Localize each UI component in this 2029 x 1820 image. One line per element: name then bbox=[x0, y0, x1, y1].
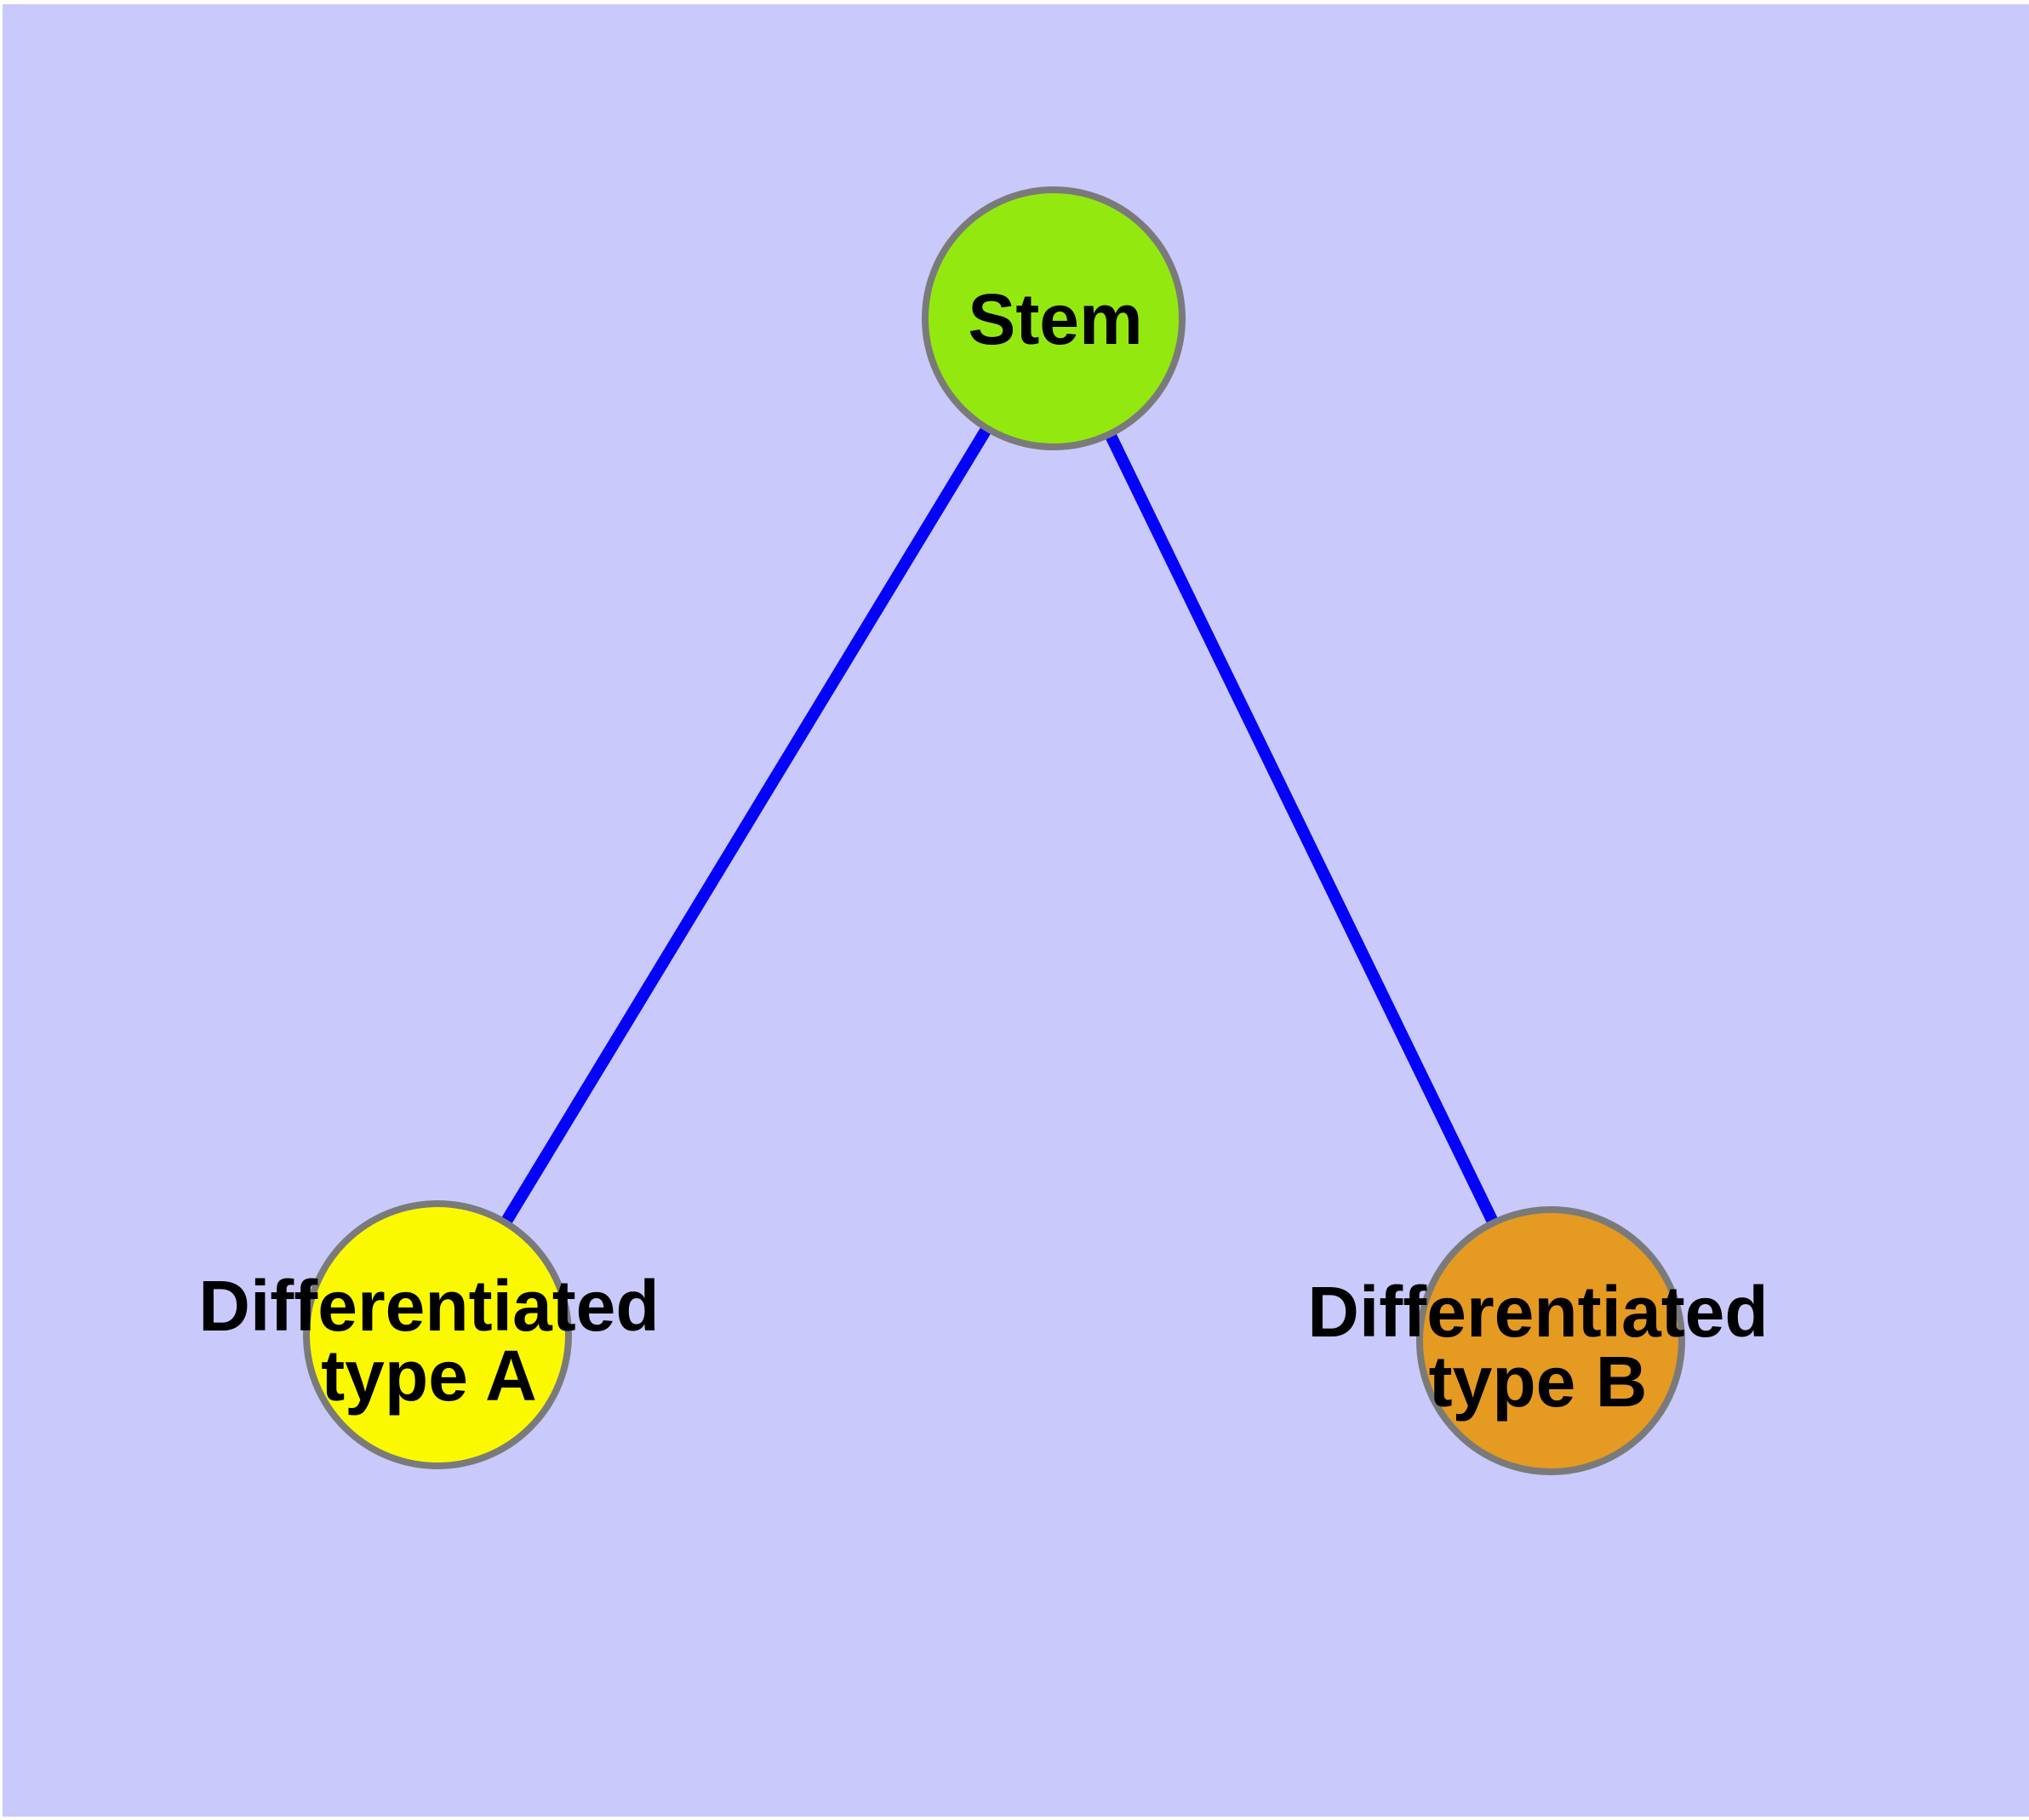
stem-node-label: Stem bbox=[968, 279, 1142, 359]
type-b-node-label-line1: Differentiated bbox=[1307, 1272, 1768, 1352]
type-b-node-label-line2: type B bbox=[1429, 1342, 1648, 1422]
edge-stem-to-type-a bbox=[432, 315, 1059, 1338]
edge-stem-to-type-b bbox=[1048, 315, 1557, 1344]
stem-node bbox=[922, 186, 1186, 450]
type-a-node-label-line1: Differentiated bbox=[198, 1266, 659, 1346]
type-b-node bbox=[1416, 1206, 1685, 1475]
type-a-node bbox=[303, 1200, 572, 1469]
type-a-node-label-line2: type A bbox=[321, 1336, 537, 1416]
